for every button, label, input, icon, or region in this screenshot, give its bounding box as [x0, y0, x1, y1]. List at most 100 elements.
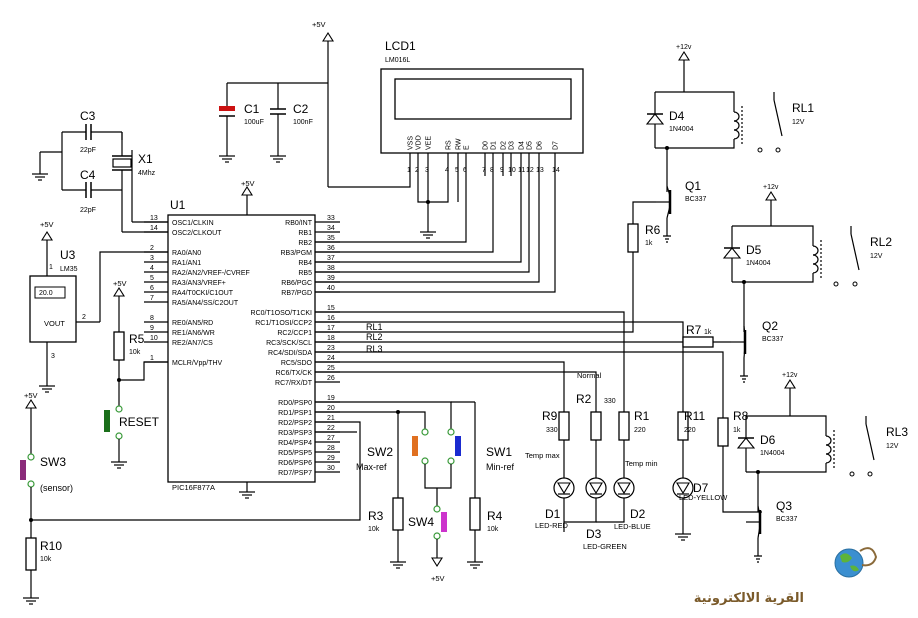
svg-text:+12v: +12v [676, 44, 692, 51]
svg-text:3: 3 [425, 167, 429, 174]
svg-text:8: 8 [150, 315, 154, 322]
sw1-button[interactable] [455, 436, 461, 456]
mcu-u1: U1 +5V PIC16F877A 13OSC1/CLKIN14OSC2/CLK… [144, 179, 340, 499]
c1-body [219, 106, 235, 111]
svg-text:VDD: VDD [416, 135, 423, 150]
svg-text:RA5/AN4/SS/C2OUT: RA5/AN4/SS/C2OUT [172, 300, 239, 307]
svg-text:34: 34 [327, 225, 335, 232]
svg-text:100uF: 100uF [244, 119, 264, 126]
svg-text:1N4004: 1N4004 [746, 260, 771, 267]
svg-text:2: 2 [82, 314, 86, 321]
svg-text:VEE: VEE [426, 136, 433, 150]
svg-text:RE0/AN5/RD: RE0/AN5/RD [172, 320, 213, 327]
svg-text:U1: U1 [170, 198, 186, 212]
svg-text:RD4/PSP4: RD4/PSP4 [278, 440, 312, 447]
svg-text:RD2/PSP2: RD2/PSP2 [278, 420, 312, 427]
reset-circuit: +5V R5 10k RESET [104, 279, 168, 469]
svg-text:SW1: SW1 [486, 445, 512, 459]
svg-text:U3: U3 [60, 248, 76, 262]
svg-text:Max-ref: Max-ref [356, 462, 387, 472]
svg-text:R5: R5 [129, 332, 145, 346]
svg-text:10k: 10k [368, 526, 380, 533]
svg-text:Temp min: Temp min [625, 459, 658, 468]
svg-text:10: 10 [508, 167, 516, 174]
sw4-button[interactable] [441, 512, 447, 532]
svg-text:E: E [464, 145, 471, 150]
svg-text:39: 39 [327, 275, 335, 282]
svg-text:23: 23 [327, 345, 335, 352]
svg-text:MCLR/Vpp/THV: MCLR/Vpp/THV [172, 360, 223, 367]
svg-text:LED-RED: LED-RED [535, 521, 569, 530]
svg-text:RC5/SDO: RC5/SDO [281, 360, 313, 367]
svg-text:40: 40 [327, 285, 335, 292]
svg-text:RC3/SCK/SCL: RC3/SCK/SCL [266, 340, 312, 347]
svg-text:RL3: RL3 [886, 425, 908, 439]
svg-text:SW4: SW4 [408, 515, 434, 529]
site-logo: القرية الالكترونية [694, 547, 878, 606]
svg-text:LED-GREEN: LED-GREEN [583, 542, 627, 551]
svg-text:D5: D5 [746, 243, 762, 257]
svg-text:22pF: 22pF [80, 207, 96, 214]
svg-text:1k: 1k [704, 329, 712, 336]
reference-switches: R3 10k R4 10k SW2 Max-ref SW1 Min-ref SW… [315, 401, 515, 583]
reset-button[interactable] [104, 410, 110, 432]
svg-text:1: 1 [407, 167, 411, 174]
led-indicators: Normal Temp max Temp min R9 330 R2 330 R… [315, 311, 762, 551]
svg-text:+5V: +5V [24, 391, 38, 400]
svg-text:LCD1: LCD1 [385, 39, 416, 53]
svg-text:RD7/PSP7: RD7/PSP7 [278, 470, 312, 477]
svg-text:330: 330 [604, 398, 616, 405]
svg-text:20: 20 [327, 405, 335, 412]
sensor-switch-sw3: +5V SW3 (sensor) R10 10k [20, 391, 361, 605]
lcd-screen [394, 78, 572, 120]
svg-text:RD3/PSP3: RD3/PSP3 [278, 430, 312, 437]
svg-text:27: 27 [327, 435, 335, 442]
svg-text:1N4004: 1N4004 [669, 126, 694, 133]
svg-text:14: 14 [150, 225, 158, 232]
sw2-button[interactable] [412, 436, 418, 456]
svg-text:RC7/RX/DT: RC7/RX/DT [275, 380, 313, 387]
svg-text:C4: C4 [80, 168, 96, 182]
svg-text:RD1/PSP1: RD1/PSP1 [278, 410, 312, 417]
capacitor-c1: C1 100uF [218, 83, 264, 163]
svg-text:+5V: +5V [40, 220, 54, 229]
svg-text:36: 36 [327, 245, 335, 252]
capacitor-c2: C2 100nF [269, 83, 313, 163]
svg-text:Normal: Normal [577, 371, 602, 380]
svg-text:RC6/TX/CK: RC6/TX/CK [275, 370, 312, 377]
svg-text:D7: D7 [693, 481, 709, 495]
svg-text:+12v: +12v [782, 372, 798, 379]
svg-text:16: 16 [327, 315, 335, 322]
svg-text:+5V: +5V [113, 279, 127, 288]
svg-text:Q3: Q3 [776, 499, 792, 513]
sw3-button[interactable] [20, 460, 26, 480]
svg-text:RC4/SDI/SDA: RC4/SDI/SDA [268, 350, 312, 357]
svg-text:RD0/PSP0: RD0/PSP0 [278, 400, 312, 407]
svg-text:4: 4 [150, 265, 154, 272]
svg-text:LED-BLUE: LED-BLUE [614, 522, 651, 531]
svg-text:35: 35 [327, 235, 335, 242]
lcd-pin-d1: D18 [490, 141, 498, 176]
svg-text:OSC1/CLKIN: OSC1/CLKIN [172, 220, 214, 227]
svg-text:22: 22 [327, 425, 335, 432]
svg-text:R11: R11 [684, 409, 705, 423]
svg-text:220: 220 [634, 427, 646, 434]
svg-text:10k: 10k [129, 349, 141, 356]
svg-text:6: 6 [150, 285, 154, 292]
svg-text:14: 14 [552, 167, 560, 174]
svg-text:R10: R10 [40, 539, 62, 553]
svg-text:10k: 10k [487, 526, 499, 533]
oscillator-circuit: C3 22pF C4 22pF X1 4Mhz [31, 109, 168, 233]
